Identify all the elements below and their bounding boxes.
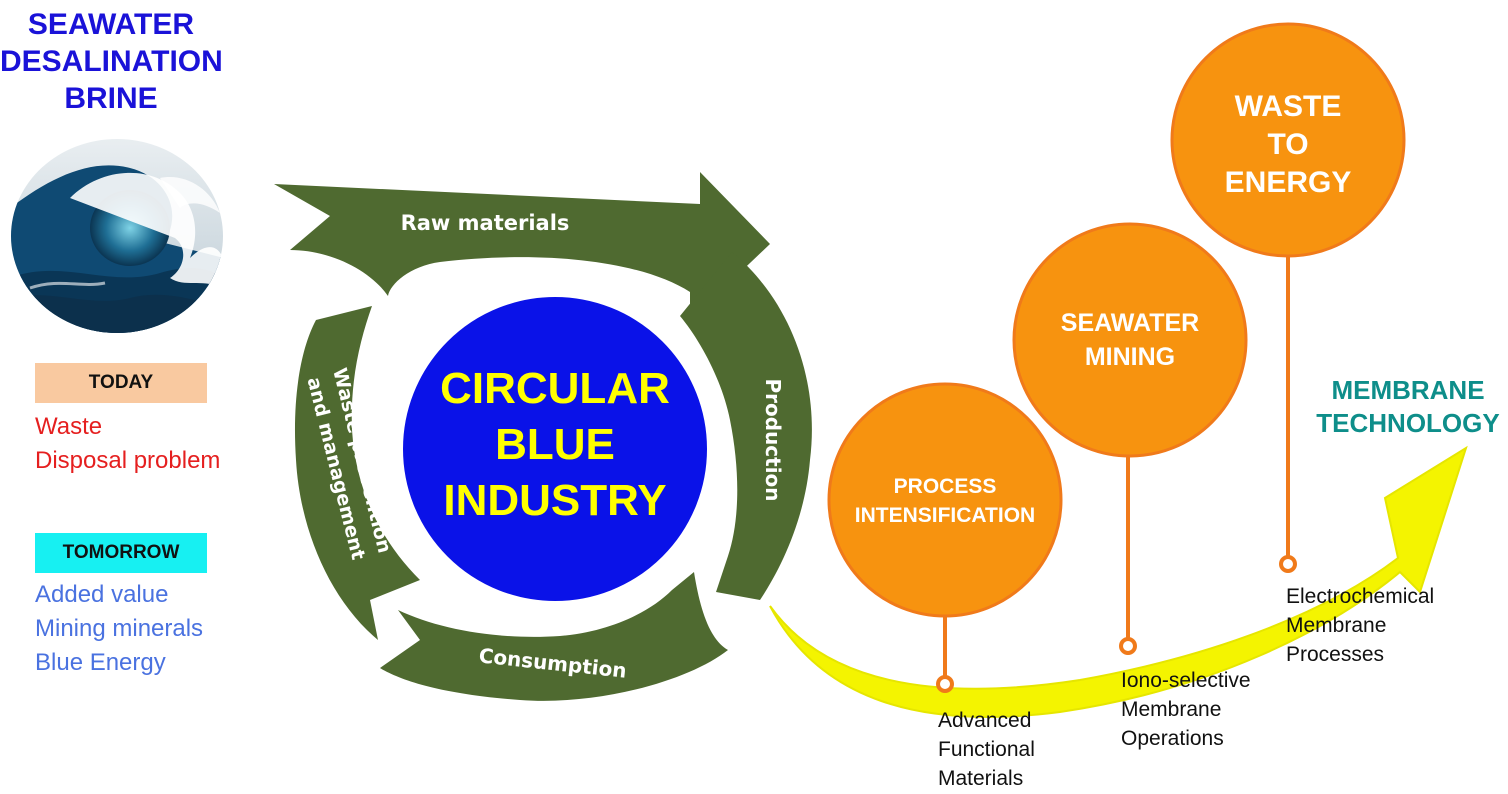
center-line-3: INDUSTRY: [443, 476, 667, 525]
node-title-line: SEAWATER: [1060, 309, 1200, 337]
raw-materials-arc: [274, 172, 770, 320]
today-item: Disposal problem: [35, 447, 221, 474]
waste-prevention-arc: [294, 306, 420, 640]
process-intensification-circle: [827, 382, 1063, 618]
title-line-3: BRINE: [64, 82, 158, 115]
desc-line: Membrane: [1286, 614, 1387, 637]
waste-to-energy-label: WASTE TO ENERGY: [1173, 88, 1403, 202]
desc-line: Electrochemical: [1286, 585, 1435, 608]
membrane-technology-label: MEMBRANE TECHNOLOGY: [1306, 374, 1508, 440]
ocean-wave-image: [11, 139, 223, 333]
mining-description: Iono-selective Membrane Operations: [1121, 666, 1251, 753]
membrane-line-2: TECHNOLOGY: [1316, 408, 1500, 438]
desc-line: Materials: [938, 767, 1024, 790]
connector-dot-mining: [1119, 637, 1137, 655]
center-line-1: CIRCULAR: [440, 364, 670, 413]
today-badge: TODAY: [35, 363, 207, 403]
today-item: Waste: [35, 413, 103, 440]
desc-line: Iono-selective: [1121, 669, 1251, 692]
tomorrow-badge: TOMORROW: [35, 533, 207, 573]
consumption-arc: [380, 572, 728, 701]
connector-dot-energy: [1279, 555, 1297, 573]
title-line-2: DESALINATION: [0, 45, 223, 78]
desc-line: Operations: [1121, 727, 1224, 750]
center-circle: [397, 291, 713, 607]
center-label: CIRCULAR BLUE INDUSTRY: [420, 361, 690, 529]
production-label: Production: [761, 378, 785, 501]
membrane-line-1: MEMBRANE: [1331, 375, 1485, 405]
desc-line: Functional: [938, 738, 1035, 761]
connector-dot-process: [936, 675, 954, 693]
node-title-line: PROCESS: [893, 475, 997, 498]
node-title-line: ENERGY: [1224, 166, 1352, 199]
center-line-2: BLUE: [495, 420, 615, 469]
today-list: Waste Disposal problem: [35, 410, 220, 478]
node-title-line: TO: [1267, 128, 1309, 161]
node-title-line: WASTE: [1234, 90, 1342, 123]
tomorrow-item: Added value: [35, 581, 169, 608]
tomorrow-item: Mining minerals: [35, 615, 204, 642]
desc-line: Advanced: [938, 709, 1032, 732]
waste-to-energy-circle: [1170, 22, 1406, 258]
seawater-mining-label: SEAWATER MINING: [1015, 306, 1245, 374]
node-title-line: MINING: [1084, 343, 1176, 371]
node-title-line: INTENSIFICATION: [854, 504, 1036, 527]
energy-description: Electrochemical Membrane Processes: [1286, 582, 1434, 669]
desc-line: Processes: [1286, 643, 1385, 666]
process-intensification-label: PROCESS INTENSIFICATION: [830, 472, 1060, 530]
cycle-arcs: [274, 172, 812, 701]
desc-line: Membrane: [1121, 698, 1222, 721]
raw-materials-label: Raw materials: [401, 211, 570, 235]
seawater-mining-circle: [1012, 222, 1248, 458]
title-line-1: SEAWATER: [27, 8, 195, 41]
page-title: SEAWATER DESALINATION BRINE: [0, 6, 223, 117]
process-description: Advanced Functional Materials: [938, 706, 1035, 793]
tomorrow-list: Added value Mining minerals Blue Energy: [35, 578, 203, 680]
membrane-technology-arrow: [769, 445, 1468, 718]
tomorrow-item: Blue Energy: [35, 649, 166, 676]
production-arc: [680, 252, 812, 600]
